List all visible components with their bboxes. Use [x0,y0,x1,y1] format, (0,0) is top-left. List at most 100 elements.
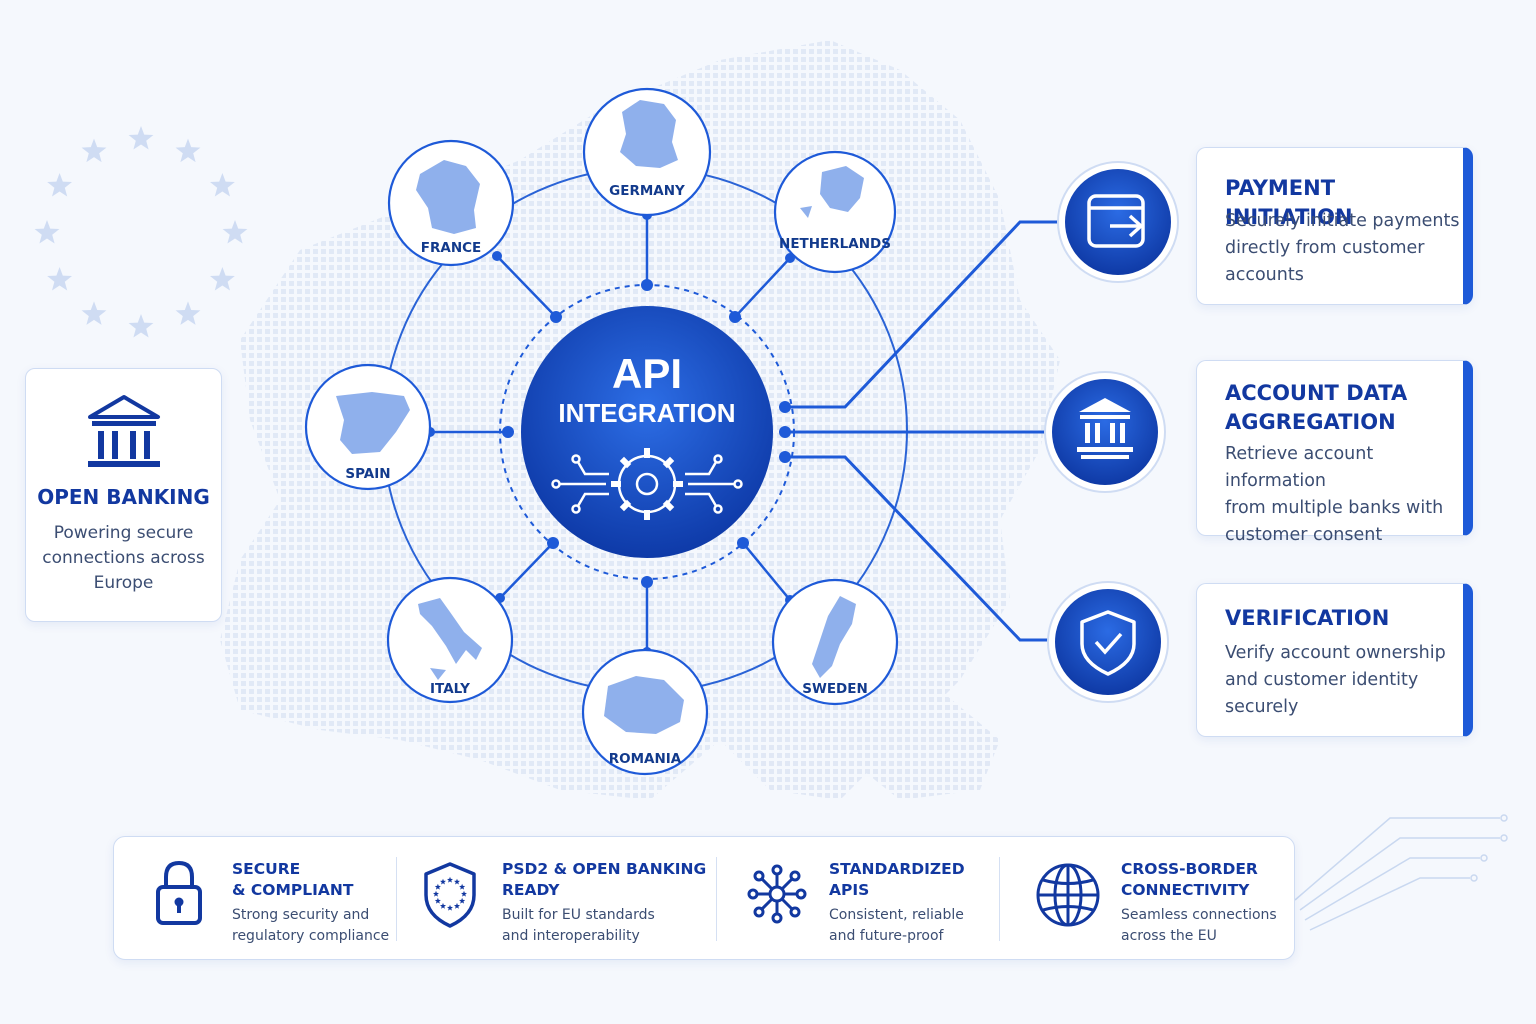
feature-description-line: regulatory compliance [232,928,390,944]
feature-title: STANDARDIZED APIS [829,859,965,901]
feature-description-line: across the EU [1121,928,1217,944]
service-title: ACCOUNT DATA AGGREGATION [1225,379,1407,437]
eu-star-icon [210,173,235,197]
features-bar: SECURE & COMPLIANT Strong security and r… [113,836,1295,960]
sweden-map-icon [812,596,856,678]
bank-icon [1044,371,1166,493]
feature-title-line: PSD2 & OPEN BANKING [502,860,707,878]
network-nodes-icon [747,864,807,924]
feature-description-line: Strong security and [232,907,370,923]
eu-star-icon [447,876,453,883]
germany-map-icon [620,100,678,168]
spain-map-icon [336,392,410,454]
eu-star-icon [47,173,72,197]
feature-title: PSD2 & OPEN BANKING READY [502,859,706,901]
eu-star-icon [454,902,460,909]
country-label: ROMANIA [609,751,682,767]
country-node-spain: SPAIN [304,363,432,491]
service-description-line: customer consent [1225,525,1383,545]
open-banking-description-line: Powering secure [53,523,194,543]
country-label: ITALY [430,681,470,697]
eu-star-icon [434,883,441,890]
eu-star-icon [34,220,60,244]
eu-star-icon [440,902,446,909]
feature-title-line: SECURE [232,860,301,878]
eu-star-icon [459,883,466,890]
eu-star-icon [175,301,201,325]
country-node-germany: GERMANY [582,87,712,217]
feature-title-line: CROSS-BORDER [1121,860,1258,878]
eu-star-icon [128,126,154,150]
service-title-line: VERIFICATION [1225,606,1390,630]
open-banking-description-line: Europe [93,573,154,593]
country-node-romania: ROMANIA [581,648,709,776]
service-description: Retrieve account information from multip… [1225,441,1463,549]
open-banking-title: OPEN BANKING [37,485,210,509]
feature-title: CROSS-BORDER CONNECTIVITY [1121,859,1258,901]
feature-title-line: CONNECTIVITY [1121,881,1250,899]
service-description: Verify account ownership and customer id… [1225,640,1446,721]
feature-title-line: READY [502,881,560,899]
eu-star-icon [175,138,201,163]
feature-title: SECURE & COMPLIANT [232,859,353,901]
eu-star-icon [433,890,439,897]
service-description-line: accounts [1225,265,1304,285]
padlock-icon [156,860,202,925]
api-integration-hub: API INTEGRATION [499,284,795,580]
italy-map-icon [418,598,482,680]
country-node-circle [773,150,897,274]
service-description-line: securely [1225,697,1299,717]
country-node-italy: ITALY [386,576,514,704]
feature-title-line: STANDARDIZED [829,860,965,878]
service-title: PAYMENT INITIATION [1225,174,1463,232]
eu-star-icon [81,138,107,163]
country-label: SWEDEN [802,681,868,697]
service-description: Securely initiate payments directly from… [1225,208,1459,289]
payment-initiation-card: PAYMENT INITIATION Securely initiate pay… [1196,147,1473,305]
feature-description: Consistent, reliable and future-proof [829,905,964,947]
feature-description-line: Consistent, reliable [829,907,964,923]
open-banking-description: Powering secure connections across Europ… [26,521,221,596]
service-description-line: from multiple banks with [1225,498,1444,518]
service-connectors [785,220,1058,642]
service-description-line: Verify account ownership [1225,643,1446,663]
service-description-line: and customer identity [1225,670,1419,690]
romania-map-icon [604,676,684,734]
eu-shield-icon [424,862,476,928]
feature-description-line: and interoperability [502,928,640,944]
feature-description: Strong security and regulatory complianc… [232,905,389,947]
service-title-line: ACCOUNT DATA [1225,381,1408,405]
country-label: NETHERLANDS [779,236,891,252]
eu-star-icon [454,878,460,885]
feature-title-line: APIS [829,881,870,899]
country-label: SPAIN [345,466,390,482]
payment-transfer-icon [1057,161,1179,283]
circuit-lines-decoration [1294,814,1508,931]
hub-title: API [612,350,682,397]
service-description-line: Securely initiate payments [1225,211,1460,231]
country-node-france: FRANCE [387,139,515,267]
feature-description-line: Seamless connections [1121,907,1277,923]
eu-star-icon [447,904,453,911]
eu-star-icon [47,267,72,291]
shield-check-icon [1047,581,1169,703]
globe-icon [1036,863,1100,927]
service-description-line: Retrieve account information [1225,444,1374,491]
hub-subtitle: INTEGRATION [558,398,735,428]
eu-star-icon [222,220,248,244]
country-label: GERMANY [609,183,685,199]
eu-star-icon [459,897,466,904]
france-map-icon [416,160,480,234]
service-title: VERIFICATION [1225,604,1389,633]
feature-description-line: Built for EU standards [502,907,655,923]
eu-star-icon [210,267,235,291]
service-description-line: directly from customer [1225,238,1425,258]
service-connector-dots [779,401,791,463]
eu-stars-ring [34,126,248,338]
feature-title-line: & COMPLIANT [232,881,354,899]
service-icons [1044,161,1179,703]
feature-divider [716,857,717,941]
gear-circuit-icon [551,448,743,520]
